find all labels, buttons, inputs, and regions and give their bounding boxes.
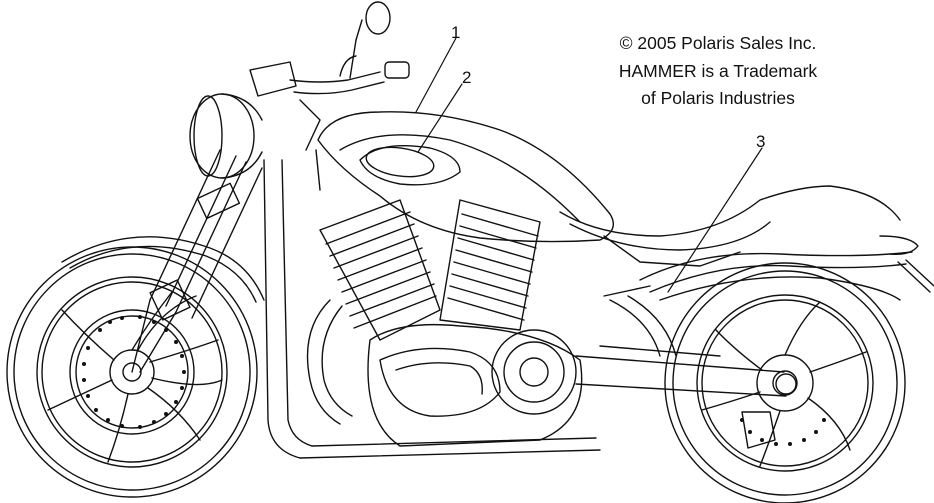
leader-line-2 (417, 83, 463, 153)
callout-leaders (415, 37, 763, 293)
callout-number-2: 2 (462, 68, 471, 87)
handlebar (249, 1, 410, 151)
front-fender (61, 236, 265, 301)
seat (559, 185, 901, 267)
engine (306, 199, 583, 447)
rear-wheel (664, 262, 906, 503)
frame (263, 149, 651, 459)
owner-line: of Polaris Industries (641, 88, 795, 108)
swingarm (575, 345, 797, 397)
callout-number-3: 3 (756, 132, 765, 151)
fuel-tank (317, 111, 614, 243)
trademark-line: HAMMER is a Trademark (618, 60, 818, 81)
headlight (189, 93, 263, 179)
copyright-line: © 2005 Polaris Sales Inc. (619, 33, 817, 53)
rear-fender (639, 235, 934, 301)
copyright-notice: © 2005 Polaris Sales Inc. HAMMER is a Tr… (600, 30, 836, 113)
callout-number-1: 1 (451, 23, 460, 42)
leader-line-1 (415, 37, 457, 113)
front-forks (131, 149, 263, 373)
leader-line-3 (667, 147, 763, 293)
front-wheel (6, 246, 258, 498)
